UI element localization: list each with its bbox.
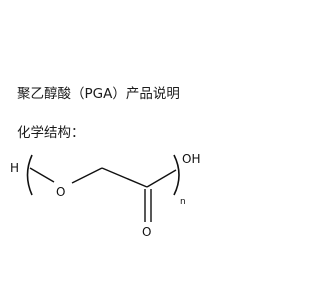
bond-bracket-to-o	[29, 167, 55, 183]
repeat-index-n: n	[180, 197, 186, 207]
section-heading-chemical-structure: 化学结构：	[17, 125, 85, 141]
atom-carbonyl-o: O	[142, 225, 151, 239]
bond-ch2-to-c	[101, 167, 148, 188]
repeat-bracket-left	[26, 154, 33, 196]
bond-c-to-bracket	[146, 169, 177, 188]
bond-o-to-ch2	[71, 167, 103, 184]
atom-h-end: H	[10, 161, 19, 175]
repeat-bracket-right	[173, 154, 180, 196]
document-title: 聚乙醇酸（PGA）产品说明	[17, 86, 180, 102]
chemical-structure-diagram: H O O OH n	[10, 152, 200, 239]
atom-oh-end: OH	[182, 152, 200, 166]
atom-ether-o: O	[56, 185, 65, 199]
